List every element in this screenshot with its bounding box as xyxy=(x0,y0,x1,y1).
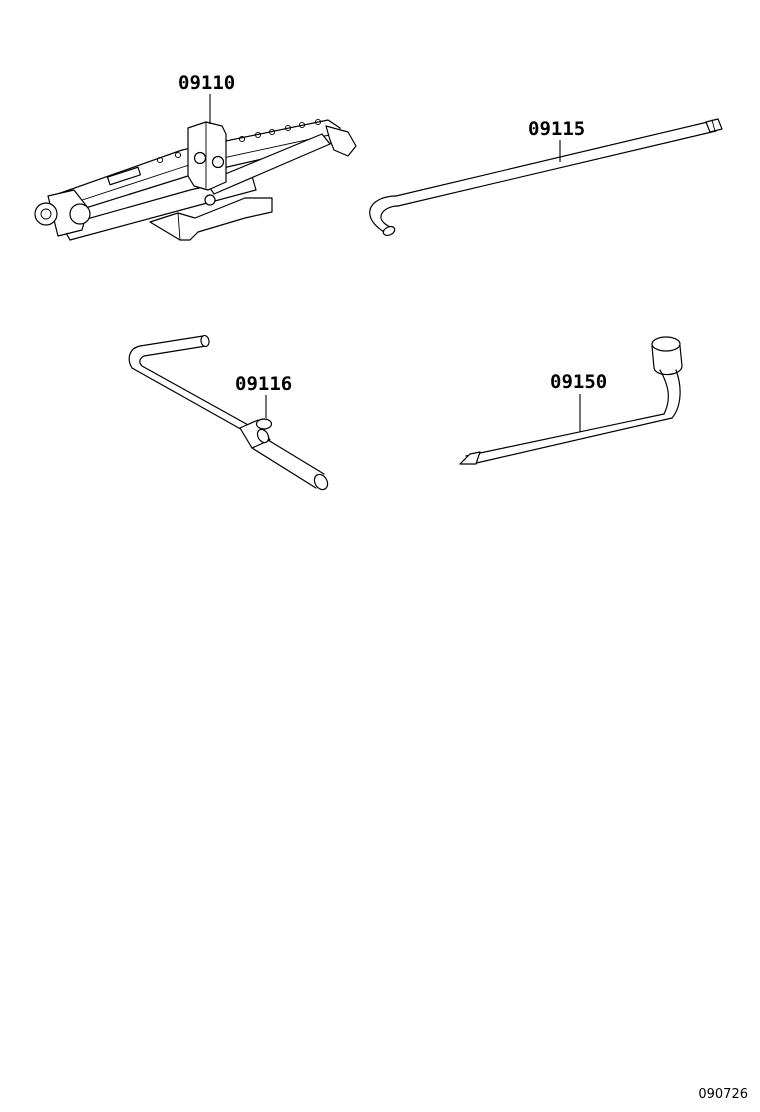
jack-handle-extension-icon xyxy=(128,334,329,491)
jack-handle-rod-icon xyxy=(369,118,723,237)
part-number-label: 09110 xyxy=(178,72,235,94)
part-number-label: 09150 xyxy=(550,371,607,393)
part-number-label: 09116 xyxy=(235,373,292,395)
diagram-reference-code: 090726 xyxy=(698,1087,748,1102)
wheel-nut-wrench-icon xyxy=(459,336,683,465)
part-number-label: 09115 xyxy=(528,118,585,140)
scissor-jack-icon xyxy=(34,118,357,241)
